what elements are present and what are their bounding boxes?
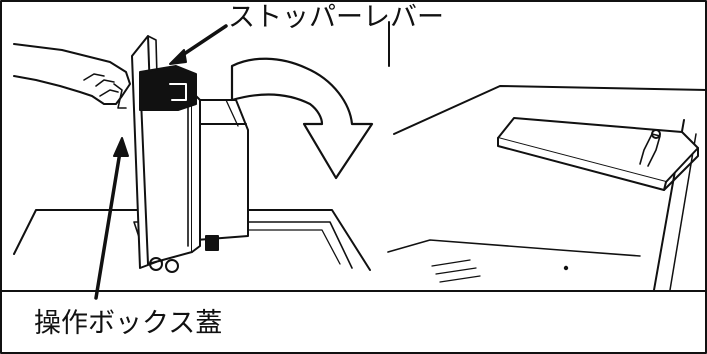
rotation-arrow [232, 59, 372, 178]
body-side [192, 92, 200, 252]
right-panel-illustration [388, 86, 707, 290]
lid-leader-arrowhead [114, 138, 128, 156]
surface-dot [565, 267, 567, 269]
stopper-leader-arrowhead [170, 50, 186, 64]
left-panel-illustration [14, 26, 372, 298]
stopper-lever-label: ストッパーレバー [228, 4, 444, 31]
control-box-lid-label: 操作ボックス蓋 [34, 310, 222, 337]
surface-hatching [432, 260, 480, 282]
cabinet-bottom-edge [388, 240, 640, 256]
lid-leader-line [96, 152, 120, 298]
wheel-right [166, 260, 178, 272]
rear-foot [206, 236, 218, 250]
stopper-lever-block [140, 66, 196, 110]
hand-arm [14, 44, 130, 104]
